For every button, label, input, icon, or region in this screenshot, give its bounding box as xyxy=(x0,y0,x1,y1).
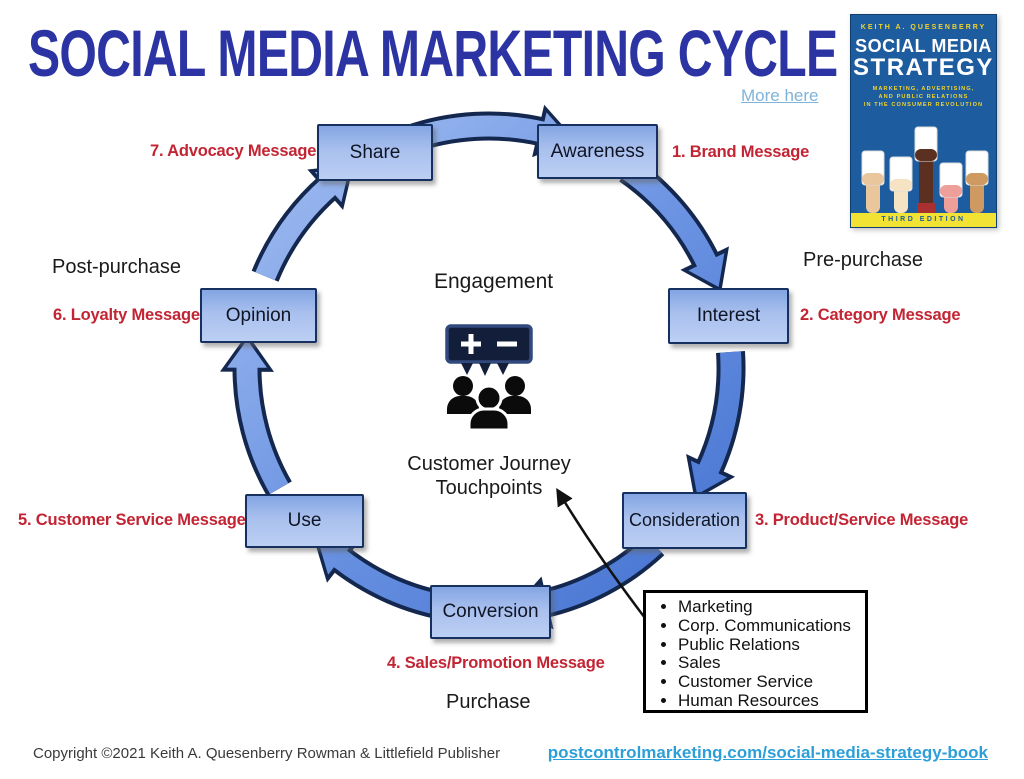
message-label-3: 3. Product/Service Message xyxy=(755,511,969,529)
department-item: Human Resources xyxy=(678,691,865,711)
book-subtitle-line: AND PUBLIC RELATIONS xyxy=(878,94,969,100)
stage-box-interest: Interest xyxy=(668,288,789,344)
book-subtitle-line: MARKETING, ADVERTISING, xyxy=(872,86,975,92)
stage-box-share: Share xyxy=(317,124,433,181)
stage-box-consideration: Consideration xyxy=(622,492,747,549)
book-edition-band: THIRD EDITION xyxy=(851,213,996,227)
stage-box-opinion: Opinion xyxy=(200,288,317,343)
departments-list: Marketing Corp. Communications Public Re… xyxy=(646,597,865,711)
book-title-line1: SOCIAL MEDIA xyxy=(855,36,992,56)
touchpoints-line2: Touchpoints xyxy=(435,477,543,499)
touchpoints-line1: Customer Journey xyxy=(407,453,571,475)
department-item: Marketing xyxy=(678,597,865,617)
more-here-link[interactable]: More here xyxy=(741,86,819,105)
engagement-icon xyxy=(445,324,533,432)
copyright-text: Copyright ©2021 Keith A. Quesenberry Row… xyxy=(33,745,501,762)
book-title-line2: STRATEGY xyxy=(853,54,994,81)
department-item: Customer Service xyxy=(678,672,865,692)
phase-label-pre-purchase: Pre-purchase xyxy=(803,249,924,271)
message-label-1: 1. Brand Message xyxy=(672,143,810,161)
book-author: KEITH A. QUESENBERRY xyxy=(860,24,987,31)
touchpoints-label: Customer Journey Touchpoints xyxy=(399,452,579,500)
stage-box-conversion: Conversion xyxy=(430,585,551,639)
stage-box-awareness: Awareness xyxy=(537,124,658,179)
message-label-5: 5. Customer Service Message xyxy=(18,511,246,529)
engagement-label: Engagement xyxy=(434,270,554,293)
phase-label-post-purchase: Post-purchase xyxy=(52,256,181,278)
department-item: Sales xyxy=(678,654,865,673)
plus-minus-bubble-icon xyxy=(445,324,533,376)
book-website-link[interactable]: postcontrolmarketing.com/social-media-st… xyxy=(547,743,988,762)
message-label-4: 4. Sales/Promotion Message xyxy=(387,654,605,672)
book-subtitle: MARKETING, ADVERTISING, AND PUBLIC RELAT… xyxy=(851,85,996,109)
people-icon xyxy=(447,376,531,432)
department-item: Public Relations xyxy=(678,635,865,655)
page-title: SOCIAL MEDIA MARKETING CYCLE xyxy=(28,16,838,90)
message-label-7: 7. Advocacy Message xyxy=(150,142,317,160)
department-item: Corp. Communications xyxy=(678,616,865,636)
book-subtitle-line: IN THE CONSUMER REVOLUTION xyxy=(863,102,984,108)
phase-label-purchase: Purchase xyxy=(446,691,531,713)
book-cover: KEITH A. QUESENBERRY SOCIAL MEDIA STRATE… xyxy=(850,14,997,228)
message-label-6: 6. Loyalty Message xyxy=(53,306,200,324)
departments-box: Marketing Corp. Communications Public Re… xyxy=(643,590,868,713)
stage-box-use: Use xyxy=(245,494,364,548)
hands-holding-phones-icon xyxy=(861,126,989,213)
touchpoints-annotation-arrow xyxy=(556,488,649,623)
message-label-2: 2. Category Message xyxy=(800,306,961,324)
